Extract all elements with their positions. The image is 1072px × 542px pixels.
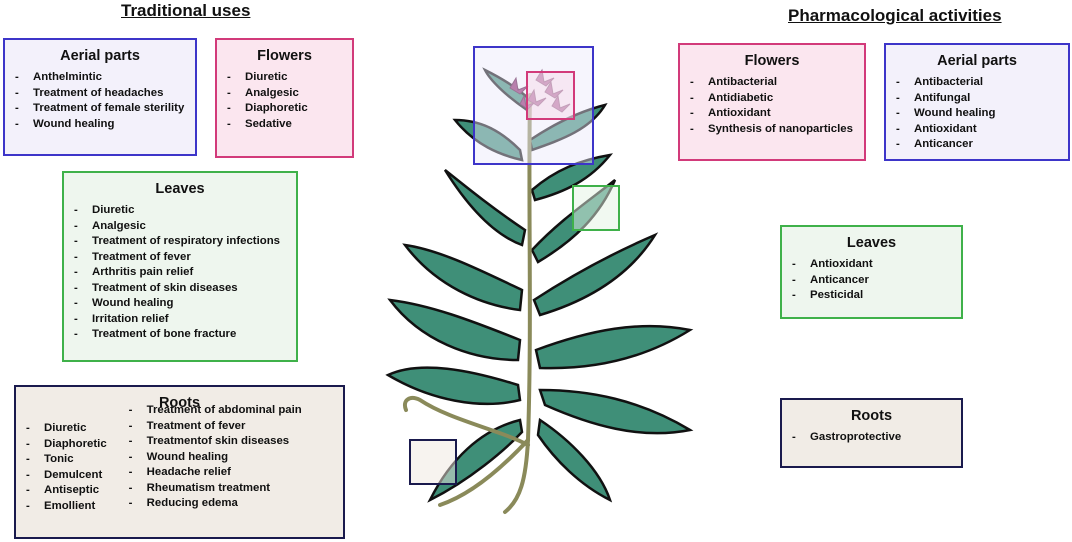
- list-item: Diaphoretic: [227, 101, 342, 117]
- list-item: Arthritis pain relief: [74, 265, 286, 281]
- traditional-aerial-parts-box: Aerial parts Anthelmintic Treatment of h…: [3, 38, 197, 156]
- plant-leaves: [385, 67, 694, 503]
- list-item: Anthelmintic: [15, 70, 185, 86]
- item-list: Diuretic Analgesic Diaphoretic Sedative: [227, 70, 342, 132]
- list-item: Wound healing: [129, 450, 302, 466]
- list-item: Treatment of fever: [74, 250, 286, 266]
- traditional-uses-heading: Traditional uses: [121, 1, 251, 20]
- list-item: Antiseptic: [26, 483, 107, 499]
- list-item: Treatment of headaches: [15, 86, 185, 102]
- list-item: Wound healing: [74, 296, 286, 312]
- list-item: Treatment of respiratory infections: [74, 234, 286, 250]
- item-list: Diuretic Diaphoretic Tonic Demulcent Ant…: [26, 421, 107, 514]
- item-list: Antioxidant Anticancer Pesticidal: [792, 257, 951, 304]
- plant-flowers: [509, 68, 571, 113]
- list-item: Treatment of skin diseases: [74, 281, 286, 297]
- list-item: Emollient: [26, 499, 107, 515]
- list-item: Reducing edema: [129, 496, 302, 512]
- pharmacological-activities-heading: Pharmacological activities: [788, 6, 1002, 25]
- list-item: Treatment of abdominal pain: [129, 403, 302, 419]
- list-item: Synthesis of nanoparticles: [690, 122, 854, 138]
- list-item: Antioxidant: [690, 106, 854, 122]
- list-item: Antibacterial: [690, 75, 854, 91]
- list-item: Antioxidant: [792, 257, 951, 273]
- plant-stem: [403, 93, 532, 514]
- box-title: Aerial parts: [60, 48, 140, 64]
- list-item: Anticancer: [896, 137, 1058, 153]
- box-title: Flowers: [744, 53, 800, 69]
- list-item: Antibacterial: [896, 75, 1058, 91]
- traditional-leaves-box: Leaves Diuretic Analgesic Treatment of r…: [62, 171, 298, 362]
- list-item: Wound healing: [15, 117, 185, 133]
- list-item: Diuretic: [227, 70, 342, 86]
- list-item: Demulcent: [26, 468, 107, 484]
- list-item: Headache relief: [129, 465, 302, 481]
- leaf-region-marker: [572, 185, 620, 231]
- pharmacological-flowers-box: Flowers Antibacterial Antidiabetic Antio…: [678, 43, 866, 161]
- pharmacological-aerial-parts-box: Aerial parts Antibacterial Antifungal Wo…: [884, 43, 1070, 161]
- list-item: Antioxidant: [896, 122, 1058, 138]
- box-title: Leaves: [846, 235, 897, 251]
- item-list: Diuretic Analgesic Treatment of respirat…: [74, 203, 286, 343]
- pharmacological-roots-box: Roots Gastroprotective: [780, 398, 963, 468]
- box-title: Leaves: [155, 181, 205, 197]
- item-list: Treatment of abdominal pain Treatment of…: [129, 403, 302, 514]
- root-region-marker: [409, 439, 457, 485]
- list-item: Tonic: [26, 452, 107, 468]
- list-item: Antifungal: [896, 91, 1058, 107]
- list-item: Antidiabetic: [690, 91, 854, 107]
- item-list: Anthelmintic Treatment of headaches Trea…: [15, 70, 185, 132]
- box-title: Aerial parts: [937, 53, 1017, 69]
- box-title: Flowers: [257, 48, 312, 64]
- traditional-roots-box: Roots Diuretic Diaphoretic Tonic Demulce…: [14, 385, 345, 539]
- roots-columns: Diuretic Diaphoretic Tonic Demulcent Ant…: [26, 404, 333, 514]
- list-item: Treatment of female sterility: [15, 101, 185, 117]
- list-item: Irritation relief: [74, 312, 286, 328]
- list-item: Treatmentof skin diseases: [129, 434, 302, 450]
- list-item: Analgesic: [227, 86, 342, 102]
- list-item: Analgesic: [74, 219, 286, 235]
- item-list: Gastroprotective: [792, 430, 951, 446]
- list-item: Wound healing: [896, 106, 1058, 122]
- item-list: Antibacterial Antidiabetic Antioxidant S…: [690, 75, 854, 137]
- list-item: Diaphoretic: [26, 437, 107, 453]
- list-item: Diuretic: [74, 203, 286, 219]
- list-item: Anticancer: [792, 273, 951, 289]
- list-item: Pesticidal: [792, 288, 951, 304]
- list-item: Diuretic: [26, 421, 107, 437]
- list-item: Rheumatism treatment: [129, 481, 302, 497]
- list-item: Treatment of bone fracture: [74, 327, 286, 343]
- traditional-flowers-box: Flowers Diuretic Analgesic Diaphoretic S…: [215, 38, 354, 158]
- pharmacological-leaves-box: Leaves Antioxidant Anticancer Pesticidal: [780, 225, 963, 319]
- list-item: Gastroprotective: [792, 430, 951, 446]
- item-list: Antibacterial Antifungal Wound healing A…: [896, 75, 1058, 153]
- flower-region-marker: [526, 71, 575, 120]
- box-title: Roots: [850, 408, 893, 424]
- list-item: Sedative: [227, 117, 342, 133]
- list-item: Treatment of fever: [129, 419, 302, 435]
